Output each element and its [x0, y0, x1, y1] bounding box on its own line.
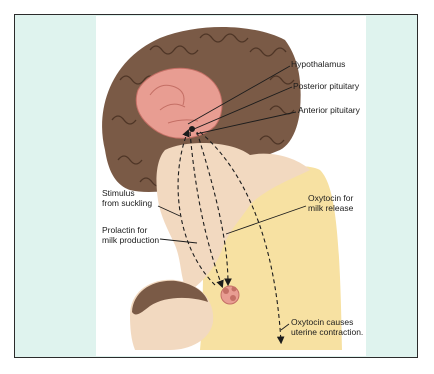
label-hypothalamus: Hypothalamus: [291, 59, 345, 69]
label-stimulus: Stimulus from suckling: [102, 188, 152, 208]
pituitary: [189, 126, 195, 132]
label-prolactin: Prolactin for milk production: [102, 225, 159, 245]
label-oxytocin-uterine: Oxytocin causes uterine contraction.: [291, 317, 363, 337]
label-posterior-pituitary: Posterior pituitary: [293, 81, 359, 91]
mammary-gland: [221, 286, 239, 304]
label-anterior-pituitary: Anterior pituitary: [298, 105, 360, 115]
label-oxytocin-release: Oxytocin for milk release: [308, 193, 353, 213]
